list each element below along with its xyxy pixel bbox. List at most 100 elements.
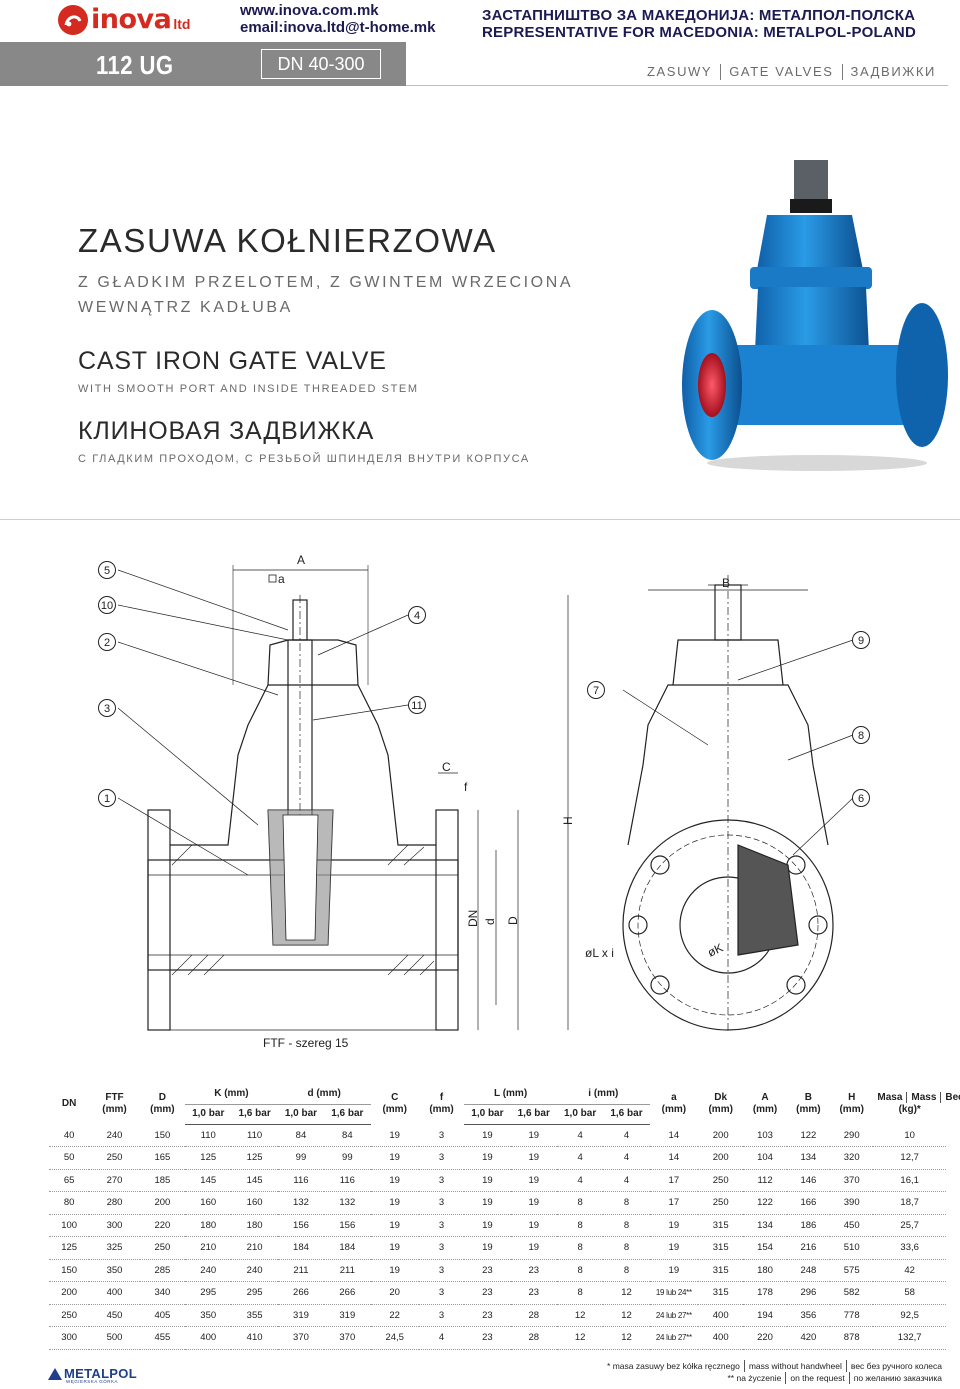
footnote-mass-ru: вес без ручного колеса (845, 1360, 946, 1372)
table-cell: 319 (324, 1304, 371, 1327)
table-cell: 210 (231, 1236, 278, 1260)
table-cell: 122 (743, 1191, 787, 1215)
table-cell: 42 (873, 1259, 946, 1282)
email-link[interactable]: email:inova.ltd@t-home.mk (240, 19, 436, 36)
dim-f-label: f (464, 780, 468, 794)
table-cell: 14 (649, 1124, 699, 1147)
table-cell: 184 (277, 1236, 325, 1260)
table-cell: 8 (556, 1214, 604, 1237)
table-cell: 8 (556, 1259, 604, 1282)
table-cell: 280 (89, 1191, 140, 1215)
table-cell: 295 (185, 1281, 232, 1305)
table-cell: 240 (231, 1259, 278, 1282)
col-A: A(mm) (752, 1092, 778, 1115)
footnote-request-ru: по желанию заказчика (848, 1372, 946, 1384)
section-rule (0, 519, 960, 520)
col-ftf: FTF(mm) (102, 1092, 127, 1115)
table-cell: 216 (786, 1236, 831, 1260)
col-D: D(mm) (150, 1092, 175, 1115)
ftf-label: FTF - szereg 15 (263, 1036, 349, 1050)
table-cell: 132 (324, 1191, 371, 1215)
table-cell: 19 (370, 1169, 419, 1192)
footnote-mass-pl: * masa zasuwy bez kółka ręcznego (607, 1361, 740, 1371)
table-cell: 3 (418, 1259, 465, 1282)
subtitle-pl: Z GŁADKIM PRZELOTEM, Z GWINTEM WRZECIONA… (78, 274, 573, 316)
table-cell: 23 (464, 1281, 511, 1305)
table-cell: 4 (603, 1124, 650, 1147)
table-cell: 19 (370, 1146, 419, 1170)
table-cell: 200 (698, 1124, 744, 1147)
logo-suffix: ltd (173, 15, 191, 32)
table-cell: 3 (418, 1146, 465, 1170)
table-cell: 19 (510, 1169, 557, 1192)
table-cell: 410 (231, 1326, 278, 1350)
table-cell: 250 (139, 1236, 186, 1260)
category-pl: ZASUWY (646, 64, 713, 79)
table-cell: 40 (49, 1124, 90, 1147)
table-cell: 180 (743, 1259, 787, 1282)
table-cell: 19 (464, 1169, 511, 1192)
dim-A-label: A (297, 553, 305, 567)
table-cell: 878 (830, 1326, 874, 1350)
table-cell: 134 (786, 1146, 831, 1170)
dim-B-label: B (722, 576, 730, 590)
col-a: a(mm) (661, 1092, 687, 1115)
table-cell: 22 (370, 1304, 419, 1327)
category-ru: ЗАДВИЖКИ (841, 64, 945, 80)
table-cell: 320 (830, 1146, 874, 1170)
stem-cap-shape (794, 160, 828, 205)
table-cell: 122 (786, 1124, 831, 1147)
table-cell: 110 (231, 1124, 278, 1147)
table-cell: 285 (139, 1259, 186, 1282)
table-cell: 210 (185, 1236, 232, 1260)
category-nav: ZASUWY GATE VALVES ЗАДВИЖКИ (639, 64, 944, 80)
col-K-16: 1,6 bar (231, 1104, 278, 1125)
col-f: f(mm) (429, 1092, 454, 1115)
website-link[interactable]: www.inova.com.mk (240, 2, 379, 19)
table-cell: 23 (510, 1281, 557, 1305)
table-cell: 12,7 (873, 1146, 946, 1170)
table-cell: 154 (743, 1236, 787, 1260)
table-cell: 220 (743, 1326, 787, 1350)
table-cell: 266 (324, 1281, 371, 1305)
table-cell: 180 (231, 1214, 278, 1237)
table-cell: 185 (139, 1169, 186, 1192)
table-cell: 510 (830, 1236, 874, 1260)
col-K: K (mm) (185, 1084, 278, 1105)
table-cell: 166 (786, 1191, 831, 1215)
callout-3: 3 (104, 703, 110, 715)
table-cell: 186 (786, 1214, 831, 1237)
table-cell: 250 (49, 1304, 90, 1327)
col-mass: MasaMassВес(kg)* (873, 1084, 960, 1124)
table-cell: 582 (830, 1281, 874, 1305)
header-rule (406, 85, 948, 86)
table-cell: 178 (743, 1281, 787, 1305)
table-cell: 19 (464, 1214, 511, 1237)
callout-9: 9 (858, 635, 864, 647)
table-cell: 145 (185, 1169, 232, 1192)
table-cell: 19 (649, 1236, 699, 1260)
col-L-10: 1,0 bar (464, 1104, 511, 1125)
table-cell: 400 (698, 1304, 744, 1327)
table-cell: 300 (49, 1326, 90, 1350)
table-cell: 315 (698, 1281, 744, 1305)
dim-L-label: øL x i (585, 946, 614, 960)
dim-DN-label: DN (466, 910, 480, 927)
table-cell: 575 (830, 1259, 874, 1282)
table-cell: 19 (510, 1236, 557, 1260)
table-cell: 24 lub 27** (649, 1304, 699, 1327)
table-cell: 19 (464, 1146, 511, 1170)
callout-8: 8 (858, 730, 864, 742)
table-cell: 125 (49, 1236, 90, 1260)
table-cell: 19 (370, 1214, 419, 1237)
table-cell: 165 (139, 1146, 186, 1170)
table-cell: 10 (873, 1124, 946, 1147)
table-cell: 370 (277, 1326, 325, 1350)
title-ru: КЛИНОВАЯ ЗАДВИЖКА (78, 417, 375, 445)
